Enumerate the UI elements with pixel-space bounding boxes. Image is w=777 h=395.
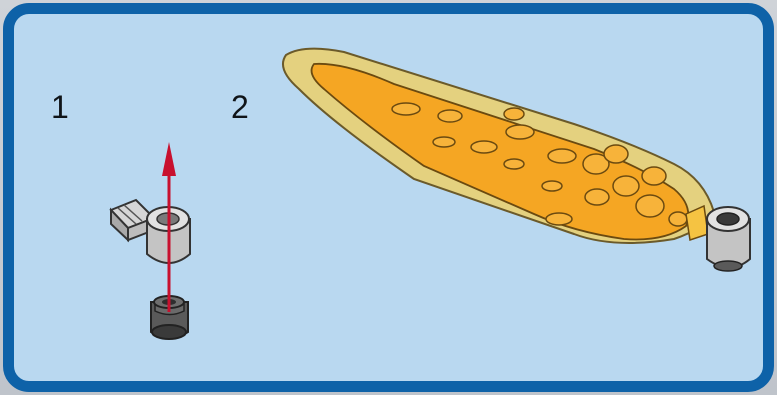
transparent-orange-blade-icon xyxy=(283,49,750,271)
instruction-panel: 1 2 xyxy=(3,3,774,392)
pin-insertion-icon xyxy=(111,142,190,339)
blade-connector-icon xyxy=(686,206,750,271)
assembly-illustration xyxy=(14,14,763,381)
connector-piece-icon xyxy=(111,200,190,263)
